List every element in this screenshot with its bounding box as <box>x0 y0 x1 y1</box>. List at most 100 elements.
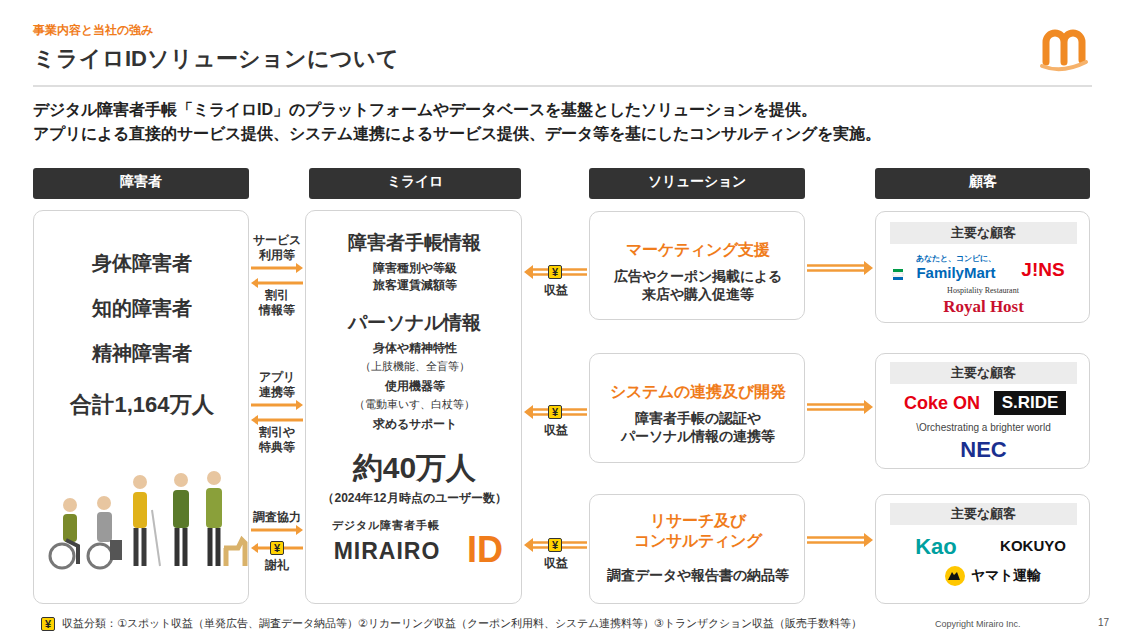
detail-text: 身体や精神特性 <box>308 341 521 356</box>
solution-box: マーケティング支援広告やクーポン掲載による 来店や購入促進等 <box>589 211 805 320</box>
category-text: 精神障害者 <box>36 341 248 366</box>
customer-logo: FamilyMart <box>906 264 1006 283</box>
customer-band: 主要な顧客 <box>890 362 1077 384</box>
detail-text: 使用機器等 <box>308 379 521 394</box>
solution-box: リサーチ及び コンサルティング調査データや報告書の納品等 <box>589 494 805 604</box>
connector-line <box>807 541 865 544</box>
edge-label: サービス 利用等 <box>251 233 303 263</box>
connector-arrow <box>251 263 303 273</box>
customer-logo: Coke ON <box>894 392 990 415</box>
column-header-text: ミライロ <box>311 168 519 194</box>
company-logo <box>1042 33 1086 69</box>
arrow-head <box>296 525 303 535</box>
customer-logo: KOKUYO <box>988 537 1078 556</box>
connector-line <box>807 264 865 267</box>
detail-text: 旅客運賃減額等 <box>308 278 521 293</box>
column-header-text: 顧客 <box>877 168 1088 194</box>
column-header-text: ソリューション <box>591 168 803 194</box>
category-text: 身体障害者 <box>36 251 248 276</box>
solution-body: 広告やクーポン掲載による 来店や購入促進等 <box>600 268 796 303</box>
customer-logo: ヤマト運輸 <box>961 567 1051 585</box>
user-count: 約40万人 <box>308 449 521 487</box>
arrow-head <box>864 261 873 275</box>
yen-icon: ¥ <box>548 405 562 419</box>
edge-label: アプリ 連携等 <box>251 370 303 400</box>
detail-text: 求めるサポート <box>308 417 521 432</box>
solution-box: システムの連携及び開発障害者手帳の認証や パーソナル情報の連携等 <box>589 353 805 463</box>
edge-label: 収益 <box>524 556 587 571</box>
connector-line <box>251 267 297 270</box>
logo-mark: ID <box>454 527 516 572</box>
arrow-head <box>251 543 258 553</box>
connector-arrow <box>524 265 587 279</box>
detail-text: （電動車いす、白杖等） <box>308 398 521 412</box>
note-text: （2024年12月時点のユーザー数） <box>308 491 521 506</box>
connector-line <box>807 408 865 411</box>
arrow-head <box>296 400 303 410</box>
solution-title: マーケティング支援 <box>598 240 798 260</box>
solution-title: システムの連携及び開発 <box>598 382 798 402</box>
logo-tagline: \Orchestrating a brighter world <box>884 422 1083 435</box>
column-header: ミライロ <box>309 168 521 199</box>
page-title: ミライロIDソリューションについて <box>33 44 399 74</box>
detail-text: 障害種別や等級 <box>308 261 521 276</box>
connector-arrow <box>807 400 873 414</box>
section-tag: 事業内容と当社の強み <box>33 23 153 37</box>
connector-line <box>251 529 297 532</box>
section-heading: パーソナル情報 <box>308 311 521 335</box>
arrow-head <box>524 538 533 552</box>
solution-body: 障害者手帳の認証や パーソナル情報の連携等 <box>600 410 796 445</box>
connector-arrow <box>251 278 303 288</box>
customer-box: 主要な顧客 Kao KOKUYO ヤマト運輸 <box>875 494 1090 604</box>
familymart-icon <box>893 269 903 280</box>
connector-arrow <box>807 261 873 275</box>
connector-arrow <box>251 400 303 410</box>
total-text: 合計1,164万人 <box>36 391 248 419</box>
connector-arrow <box>251 525 303 535</box>
connector-line <box>257 419 303 422</box>
edge-label: 収益 <box>524 423 587 438</box>
divider-line <box>33 86 1092 87</box>
connector-line <box>807 269 865 272</box>
connector-arrow <box>524 405 587 419</box>
arrow-head <box>251 415 258 425</box>
copyright: Copyright Mirairo Inc. <box>935 619 1021 630</box>
customer-logo: NEC <box>878 436 1089 464</box>
connector-arrow <box>524 538 587 552</box>
category-text: 知的障害者 <box>36 296 248 321</box>
subtitle-line: デジタル障害者手帳「ミライロID」のプラットフォームやデータベースを基盤としたソ… <box>33 100 817 119</box>
edge-label: 割引 情報等 <box>251 288 303 318</box>
logo-tagline: あなたと、コンビに、 <box>906 254 1006 264</box>
persons-box: 身体障害者知的障害者精神障害者合計1,164万人 <box>33 210 249 604</box>
yen-icon: ¥ <box>270 541 284 555</box>
connector-line <box>257 282 303 285</box>
connector-arrow <box>251 415 303 425</box>
edge-label: 調査協力 <box>251 510 303 525</box>
column-header: 障害者 <box>33 168 249 199</box>
customer-logo: Royal Host <box>916 296 1051 317</box>
customer-band: 主要な顧客 <box>890 503 1077 525</box>
arrow-head <box>864 533 873 547</box>
detail-text: （上肢機能、全盲等） <box>308 360 521 374</box>
customer-logo: Kao <box>896 533 976 561</box>
edge-label: 謝礼 <box>251 558 303 573</box>
arrow-head <box>864 400 873 414</box>
edge-label: 割引や 特典等 <box>251 425 303 455</box>
arrow-head <box>251 278 258 288</box>
page-number: 17 <box>1098 617 1109 629</box>
section-heading: 障害者手帳情報 <box>308 231 521 255</box>
arrow-head <box>524 405 533 419</box>
customer-box: 主要な顧客あなたと、コンビに、FamilyMartJ!NSHospitality… <box>875 211 1090 323</box>
yen-icon: ¥ <box>41 617 55 631</box>
solution-title: リサーチ及び コンサルティング <box>598 511 798 551</box>
customer-logo: J!NS <box>1008 258 1078 282</box>
yen-icon: ¥ <box>548 538 562 552</box>
connector-arrow <box>807 533 873 547</box>
legend-note: 収益分類：①スポット収益（単発広告、調査データ納品等）②リカーリング収益（クーポ… <box>62 617 862 630</box>
customer-logo: S.RIDE <box>994 391 1066 415</box>
people-illustration <box>50 471 245 568</box>
column-header: ソリューション <box>589 168 805 199</box>
connector-line <box>807 403 865 406</box>
column-header: 顧客 <box>875 168 1090 199</box>
